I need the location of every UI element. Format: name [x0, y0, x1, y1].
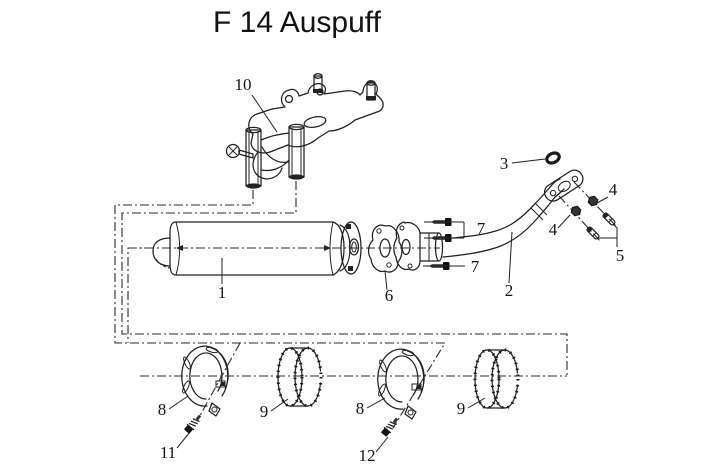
pipe-inlet-flange: [394, 222, 443, 270]
stud-upper: [602, 212, 615, 225]
flange-nut-lower: [569, 204, 582, 217]
pipe-head-flange: [541, 167, 585, 204]
bracket-bolt-post-right: [366, 81, 376, 100]
callout-nut-lower: 4: [549, 220, 558, 239]
callout-bolt-front: 11: [160, 443, 176, 462]
callout-clamp-front: 8: [158, 400, 167, 419]
callout-sealing-ring: 3: [500, 154, 509, 173]
rubber-sleeve-rear: [475, 350, 518, 408]
muffler: [153, 222, 361, 275]
bracket-bolt-post-left: [313, 74, 323, 93]
callout-studs: 5: [616, 246, 625, 265]
exhaust-pipe: [443, 167, 586, 257]
callout-bolts-upper: 7: [477, 219, 486, 238]
callout-gasket: 6: [385, 286, 394, 305]
bracket-bushing-right: [289, 124, 304, 180]
mounting-bracket: [227, 74, 384, 189]
sealing-ring: [545, 151, 561, 165]
callout-sleeve-rear: 9: [457, 399, 466, 418]
callout-clamp-rear: 8: [356, 399, 365, 418]
callout-bolt-lower: 7: [471, 257, 480, 276]
leader-line-network: [115, 181, 617, 428]
stud-lower: [586, 226, 599, 239]
callout-exhaust-pipe: 2: [505, 281, 514, 300]
rubber-sleeve-front: [278, 348, 321, 406]
muffler-clamp-rear: [377, 349, 424, 419]
bracket-side-bolt: [227, 145, 254, 159]
clamp-bolt-front: [184, 414, 202, 434]
callout-nut-upper: 4: [609, 180, 618, 199]
callout-bracket: 10: [235, 75, 252, 94]
diagram-title: F 14 Auspuff: [213, 6, 381, 39]
callout-sleeve-front: 9: [260, 402, 269, 421]
muffler-clamp-front: [181, 346, 228, 416]
flange-nut-upper: [586, 194, 599, 207]
clamp-bolt-rear: [381, 417, 399, 437]
callout-bolt-rear: 12: [359, 446, 376, 465]
callout-muffler: 1: [218, 283, 227, 302]
callout-leader-lines: [169, 95, 617, 452]
bracket-bushing-left: [246, 127, 261, 189]
